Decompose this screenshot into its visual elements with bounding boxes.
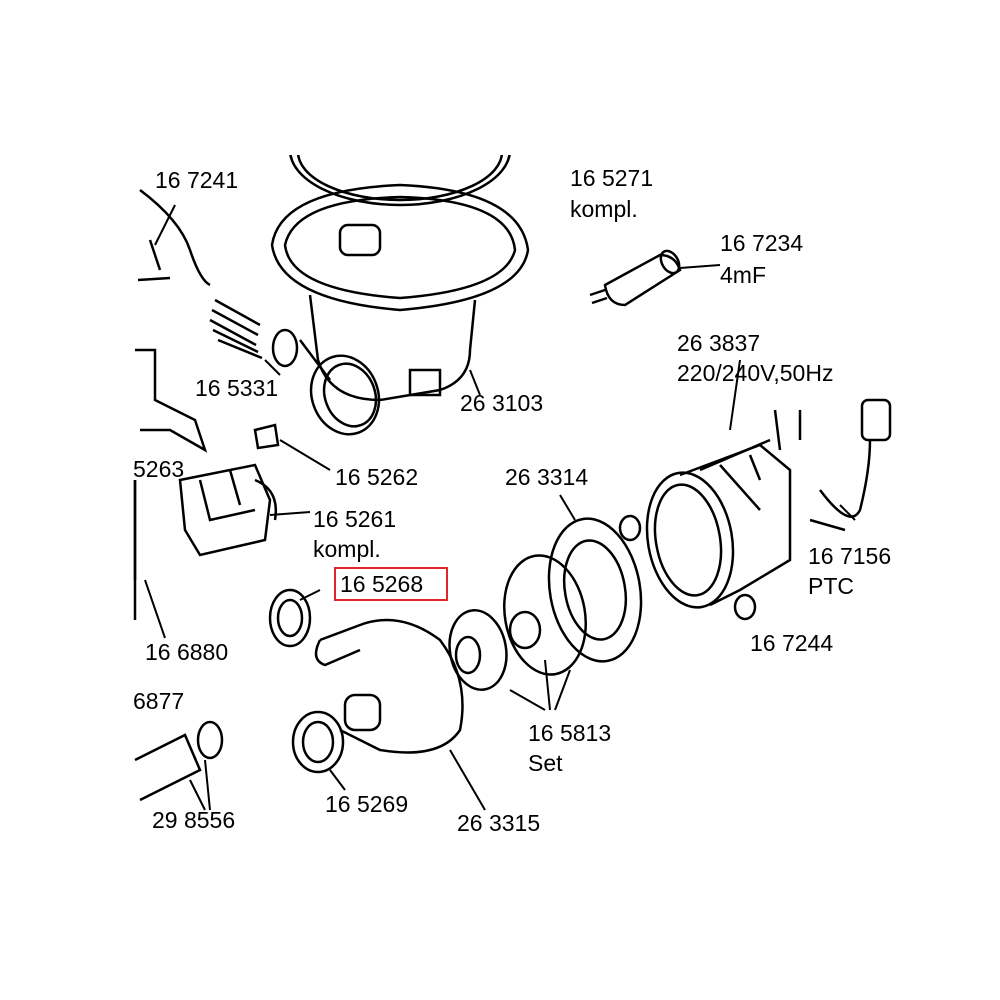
label-26-3103: 26 3103	[460, 390, 544, 416]
label-16-7241: 16 7241	[155, 167, 239, 193]
label-16-7244: 16 7244	[750, 630, 834, 656]
label-16-5262: 16 5262	[335, 464, 419, 490]
label-16-5271: 16 5271	[570, 165, 654, 191]
label-6877: 6877	[133, 688, 185, 714]
label-16-6880: 16 6880	[145, 639, 229, 665]
label-16-7156-ptc: PTC	[808, 573, 854, 599]
label-26-3837: 26 3837	[677, 330, 761, 356]
clip-parts	[135, 189, 280, 453]
label-16-5261-kompl: kompl.	[313, 536, 381, 562]
label-5263: 5263	[133, 456, 185, 482]
label-16-7156: 16 7156	[808, 543, 892, 569]
capacitor-part	[589, 249, 682, 307]
label-16-7234: 16 7234	[720, 230, 804, 256]
label-16-5268: 16 5268	[340, 571, 424, 597]
inlet-spring-part	[209, 298, 331, 381]
leader-lines	[144, 204, 856, 811]
motor-part	[618, 398, 892, 621]
top-crop-mask	[0, 0, 1000, 155]
label-16-5271-kompl: kompl.	[570, 196, 638, 222]
label-16-5261: 16 5261	[313, 506, 397, 532]
hose-part	[133, 480, 224, 802]
label-16-5813-set: Set	[528, 750, 563, 776]
label-16-7234-4mf: 4mF	[720, 262, 766, 288]
label-29-8556: 29 8556	[152, 807, 236, 833]
highlight-box-16-5268	[334, 567, 448, 601]
pump-cover-part	[448, 517, 643, 691]
pump-housing-part	[268, 588, 464, 774]
label-26-3837-voltage: 220/240V,50Hz	[677, 360, 834, 386]
label-16-5813: 16 5813	[528, 720, 612, 746]
label-26-3315: 26 3315	[457, 810, 541, 836]
label-26-3314: 26 3314	[505, 464, 589, 490]
label-16-5269: 16 5269	[325, 791, 409, 817]
label-16-5331: 16 5331	[195, 375, 279, 401]
